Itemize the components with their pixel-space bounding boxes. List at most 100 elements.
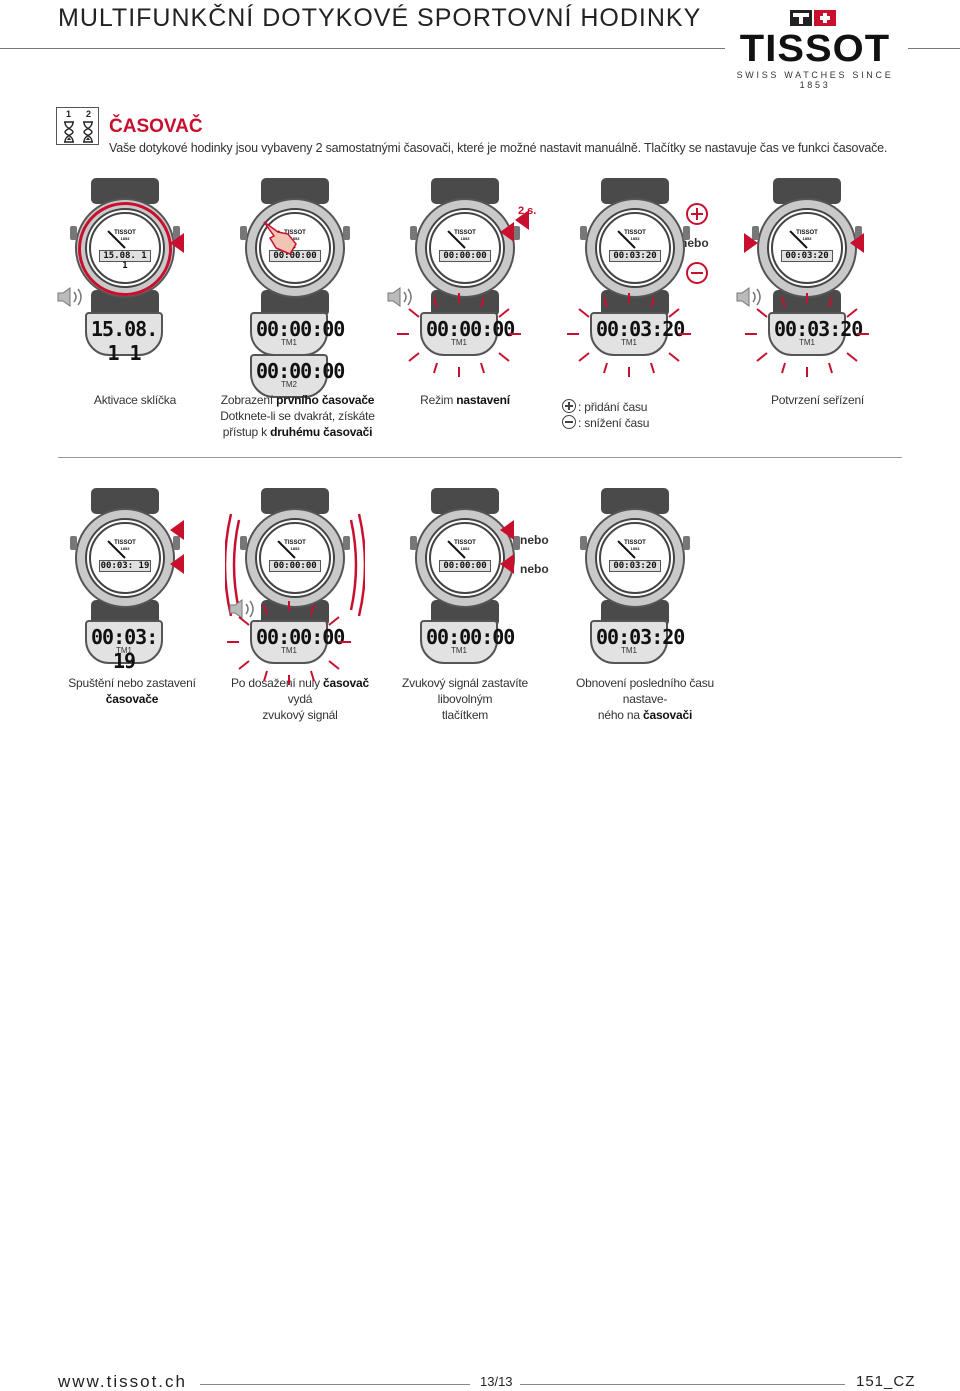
caption-text: : snížení času	[578, 416, 650, 430]
speaker-icon	[387, 287, 412, 307]
lcd-value: 00:00:00	[426, 625, 515, 649]
lcd-timer-label: TM1	[281, 646, 297, 655]
header-rule	[0, 48, 725, 49]
watch-crown	[513, 536, 520, 550]
footer-rule	[520, 1384, 845, 1385]
dial-lcd: 00:03: 19	[99, 560, 151, 572]
caption-zero-signal: Po dosažení nuly časovač vydá zvukový si…	[225, 675, 375, 723]
press-arrow-icon	[500, 554, 514, 574]
watch-crown	[513, 226, 520, 240]
lcd-timer-label: TM1	[621, 338, 637, 347]
dial-lcd: 00:00:00	[269, 560, 321, 572]
nebo-label: nebo	[520, 533, 549, 547]
caption-text: Spuštění nebo zastavení	[68, 676, 196, 690]
minus-icon	[686, 262, 708, 284]
dial-lcd: 00:00:00	[269, 250, 321, 262]
caption-text: vydá	[287, 692, 313, 706]
blink-rays-icon	[397, 293, 521, 377]
hourglass-icon	[64, 121, 74, 143]
lcd-value: 00:03: 19	[91, 625, 158, 673]
watch-pusher	[580, 536, 587, 550]
watch-crown	[683, 536, 690, 550]
caption-bold: časovač	[323, 676, 369, 690]
caption-bold: časovače	[105, 692, 159, 706]
press-arrow-icon	[500, 520, 514, 540]
nebo-label: nebo	[520, 562, 549, 576]
caption-text: ného na	[597, 708, 643, 722]
lcd-value: 00:03:20	[596, 625, 685, 649]
caption-text: zvukový signál	[262, 708, 338, 722]
watch-pusher	[240, 226, 247, 240]
blink-rays-icon	[567, 293, 691, 377]
swiss-cross-icon	[814, 10, 836, 26]
watch-crown	[343, 536, 350, 550]
header-rule-right	[908, 48, 960, 49]
caption-text: Režim	[420, 393, 457, 407]
caption-plus-minus: : přidání času : snížení času	[562, 399, 672, 431]
press-arrow-icon	[170, 520, 184, 540]
watch-pusher	[580, 226, 587, 240]
dial-lcd: 00:03:20	[781, 250, 833, 262]
caption-text: : přidání času	[578, 400, 648, 414]
plus-icon	[686, 203, 708, 225]
document-title: MULTIFUNKČNÍ DOTYKOVÉ SPORTOVNÍ HODINKY	[58, 4, 702, 32]
t-flag-icon	[790, 10, 812, 26]
speaker-icon	[736, 287, 761, 307]
lcd-timer-label: TM1	[281, 338, 297, 347]
caption-text: Zobrazení	[220, 393, 277, 407]
watch-crown	[683, 226, 690, 240]
page-counter: 13/13	[480, 1374, 513, 1389]
speaker-icon	[57, 287, 82, 307]
section-title: ČASOVAČ	[109, 116, 203, 137]
press-arrow-icon	[500, 222, 514, 242]
caption-bold: časovači	[643, 708, 693, 722]
watch-pusher	[240, 536, 247, 550]
plus-icon	[562, 399, 576, 413]
tissot-logo: TISSOT SWISS WATCHES SINCE 1853	[735, 10, 895, 90]
caption-start-stop: Spuštění nebo zastavení časovače	[52, 675, 212, 707]
alarm-waves-icon	[225, 513, 365, 617]
dial-lcd: 00:00:00	[439, 560, 491, 572]
lcd-display-date: 15.08. 1 1	[85, 312, 163, 365]
glass-touch-ring	[78, 202, 172, 296]
caption-confirm: Potvrzení seřízení	[770, 393, 865, 407]
press-arrow-icon	[515, 210, 529, 230]
timer-icon: 1 2	[56, 107, 99, 145]
caption-text: Zvukový signál zastavíte libovolným	[402, 676, 528, 706]
caption-bold: nastavení	[456, 393, 510, 407]
lcd-timer-label: TM1	[451, 646, 467, 655]
caption-text: Po dosažení nuly	[231, 676, 323, 690]
press-arrow-icon	[170, 233, 184, 253]
watch-crown	[173, 536, 180, 550]
blink-rays-icon	[227, 601, 351, 685]
lcd-timer-label: TM1	[799, 338, 815, 347]
caption-first-timer: Zobrazení prvního časovače Dotknete-li s…	[215, 392, 380, 440]
lcd-timer-label: TM1	[621, 646, 637, 655]
